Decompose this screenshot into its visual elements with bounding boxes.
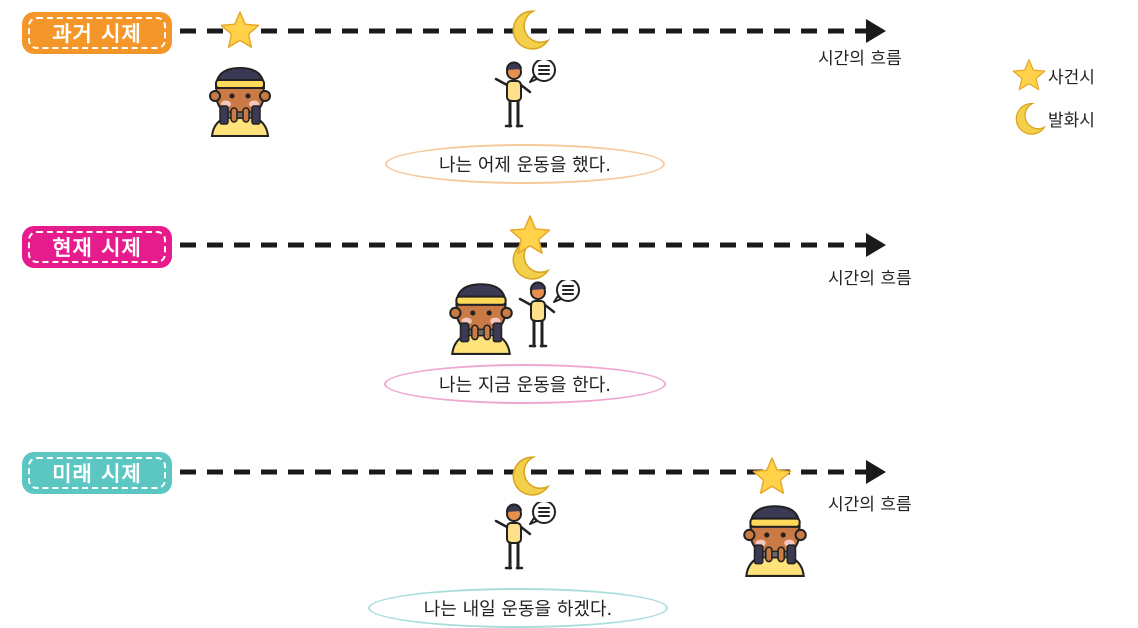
present-tense-row: 현재 시제 시간의 흐름 나는 지금 운동을 한다.: [0, 0, 1000, 404]
sentence-text: 나는 어제 운동을 했다.: [439, 155, 611, 176]
star-icon: [1012, 58, 1046, 92]
time-arrow: [180, 233, 886, 257]
legend-event-time: 사건시: [1012, 58, 1095, 92]
past-tense-label: 과거 시제: [28, 17, 166, 49]
star-icon: [509, 214, 551, 256]
time-flow-label: 시간의 흐름: [828, 495, 912, 515]
future-tense-label: 미래 시제: [28, 457, 166, 489]
sentence-bubble: 나는 내일 운동을 하겠다.: [368, 588, 668, 628]
future-tense-badge: 미래 시제: [22, 452, 172, 494]
present-tense-label: 현재 시제: [28, 231, 166, 263]
sentence-text: 나는 내일 운동을 하겠다.: [423, 599, 613, 620]
speaker-icon: [490, 502, 570, 582]
present-tense-badge: 현재 시제: [22, 226, 172, 268]
athlete-icon: [440, 274, 522, 356]
sentence-text: 나는 지금 운동을 한다.: [439, 375, 611, 396]
sentence-bubble: 나는 지금 운동을 한다.: [384, 364, 666, 404]
future-tense-row: 미래 시제 시간의 흐름 나는 내일 운동을 하겠다.: [0, 0, 1000, 628]
athlete-icon: [734, 496, 816, 578]
legend-event-label: 사건시: [1048, 67, 1095, 88]
time-flow-label: 시간의 흐름: [828, 269, 912, 289]
past-tense-badge: 과거 시제: [22, 12, 172, 54]
speaker-icon: [514, 280, 594, 360]
star-icon: [752, 456, 792, 496]
crescent-moon-icon: [508, 454, 550, 496]
past-tense-row: 과거 시제 시간의 흐름 나는 어제 운동을 했다.: [0, 0, 1000, 200]
time-arrow: [180, 19, 886, 43]
sentence-bubble: 나는 어제 운동을 했다.: [385, 144, 665, 184]
legend-speech-label: 발화시: [1048, 110, 1095, 131]
legend-speech-time: 발화시: [1012, 100, 1095, 136]
crescent-moon-icon: [1012, 100, 1046, 136]
time-flow-label: 시간의 흐름: [818, 49, 902, 69]
